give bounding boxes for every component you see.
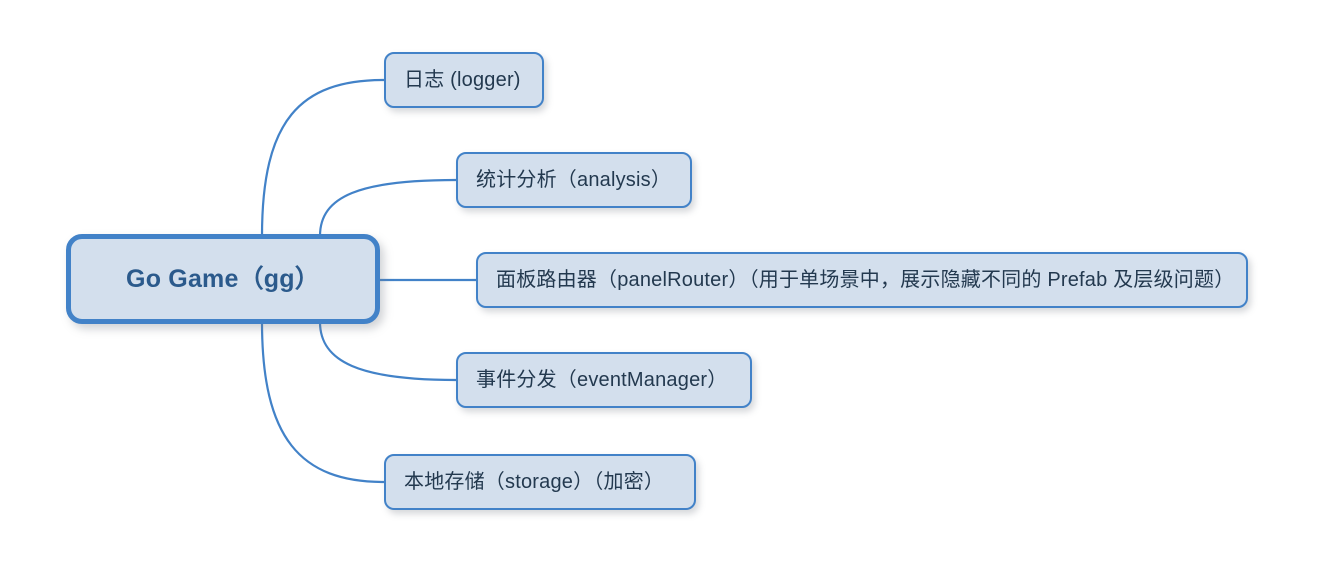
branch-node-panelrouter[interactable]: 面板路由器（panelRouter）（用于单场景中，展示隐藏不同的 Prefab… — [476, 252, 1248, 308]
branch-node-eventmanager[interactable]: 事件分发（eventManager） — [456, 352, 752, 408]
connector-root-to-analysis — [318, 178, 458, 238]
branch-node-label: 统计分析（analysis） — [476, 169, 672, 191]
connector-root-to-storage — [260, 320, 386, 484]
connector-root-to-eventmanager — [318, 320, 458, 382]
branch-node-logger[interactable]: 日志 (logger) — [384, 52, 544, 108]
root-node-label: Go Game（gg） — [126, 265, 320, 293]
connector-root-to-logger — [260, 78, 386, 238]
branch-node-analysis[interactable]: 统计分析（analysis） — [456, 152, 692, 208]
branch-node-storage[interactable]: 本地存储（storage）（加密） — [384, 454, 696, 510]
root-node[interactable]: Go Game（gg） — [66, 234, 380, 324]
branch-node-label: 事件分发（eventManager） — [476, 369, 728, 391]
branch-node-label: 本地存储（storage）（加密） — [404, 471, 665, 493]
branch-node-label: 日志 (logger) — [404, 69, 521, 91]
branch-node-label: 面板路由器（panelRouter）（用于单场景中，展示隐藏不同的 Prefab… — [496, 269, 1235, 291]
